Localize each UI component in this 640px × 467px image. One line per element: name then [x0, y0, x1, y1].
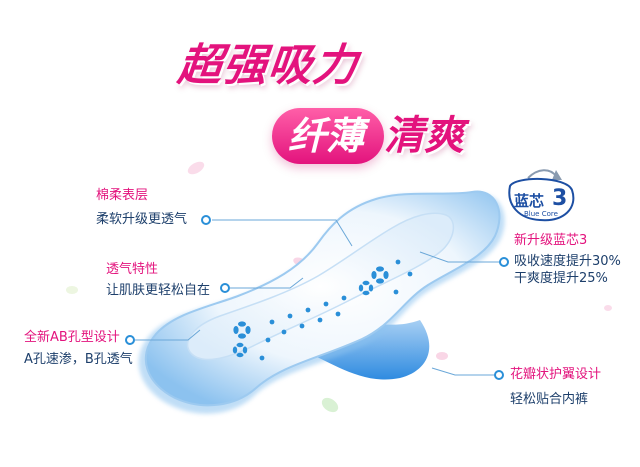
- blue-core-desc2: 干爽度提升25%: [514, 271, 608, 286]
- leader-dots: [125, 215, 509, 380]
- petal: [187, 161, 205, 175]
- soft-layer-desc: 柔软升级更透气: [96, 212, 188, 227]
- petal: [604, 305, 612, 311]
- breathable-desc: 让肌肤更轻松自在: [106, 283, 211, 298]
- blue-core-desc1: 吸收速度提升30%: [514, 254, 621, 269]
- soft-layer-title: 棉柔表层: [96, 188, 149, 203]
- leader-lines: [135, 219, 500, 376]
- badge-name: 蓝芯: [514, 192, 545, 210]
- badge-bubble: [508, 177, 575, 222]
- petal-wings-title: 花瓣状护翼设计: [510, 367, 602, 382]
- ab-holes-title: 全新AB孔型设计: [24, 330, 120, 345]
- breathable-title: 透气特性: [106, 262, 159, 277]
- badge-number: 3: [552, 186, 568, 211]
- badge-arrow-head: [552, 170, 562, 180]
- petal: [321, 397, 339, 413]
- petal: [66, 286, 78, 294]
- pad-core: [187, 212, 455, 361]
- headline-strong-absorption: 超强吸力: [175, 40, 361, 91]
- petal: [436, 352, 448, 360]
- badge-sub: Blue Core: [524, 210, 558, 218]
- badge-arrow: [527, 169, 557, 179]
- ab-hole-pattern: [232, 259, 413, 361]
- blue-core-title: 新升级蓝芯3: [514, 233, 588, 248]
- ab-holes-desc: A孔速渗，B孔透气: [24, 352, 133, 367]
- headline-fresh: 清爽: [384, 113, 464, 159]
- headline-thin-pill: 纤薄: [272, 108, 385, 164]
- blue-core-badge: 蓝芯 3 Blue Core: [506, 178, 574, 232]
- petal-wings-desc: 轻松贴合内裤: [510, 392, 589, 407]
